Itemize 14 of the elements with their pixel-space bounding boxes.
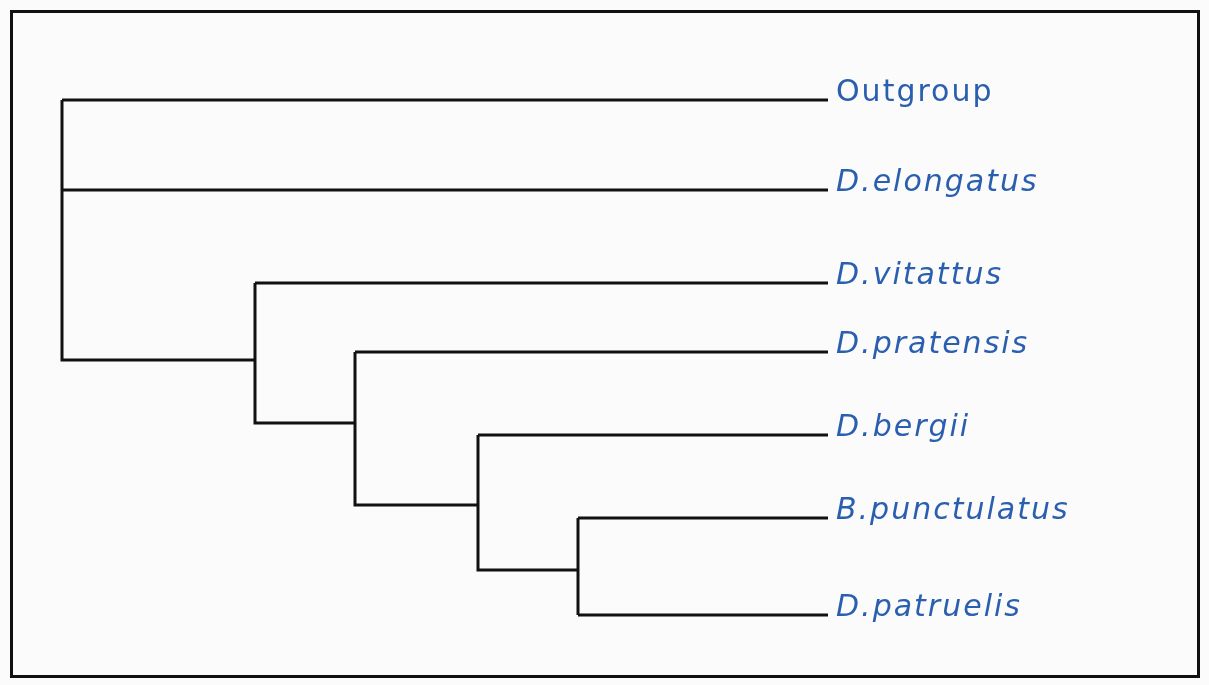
branch-line xyxy=(355,350,828,354)
branch-line xyxy=(578,516,828,520)
taxon-label: D.patruelis xyxy=(836,587,1022,623)
taxon-label: Outgroup xyxy=(836,72,994,108)
taxon-label: D.bergii xyxy=(836,407,971,443)
branch-line xyxy=(255,281,828,285)
taxon-label: D.pratensis xyxy=(836,324,1030,360)
taxon-label: D.vitattus xyxy=(836,255,1004,291)
branch-line xyxy=(478,433,828,437)
branch-line xyxy=(62,188,828,192)
taxon-label: D.elongatus xyxy=(836,162,1039,198)
branch-line xyxy=(578,613,828,617)
branch-line xyxy=(62,98,828,102)
taxon-label: B.punctulatus xyxy=(836,490,1070,526)
